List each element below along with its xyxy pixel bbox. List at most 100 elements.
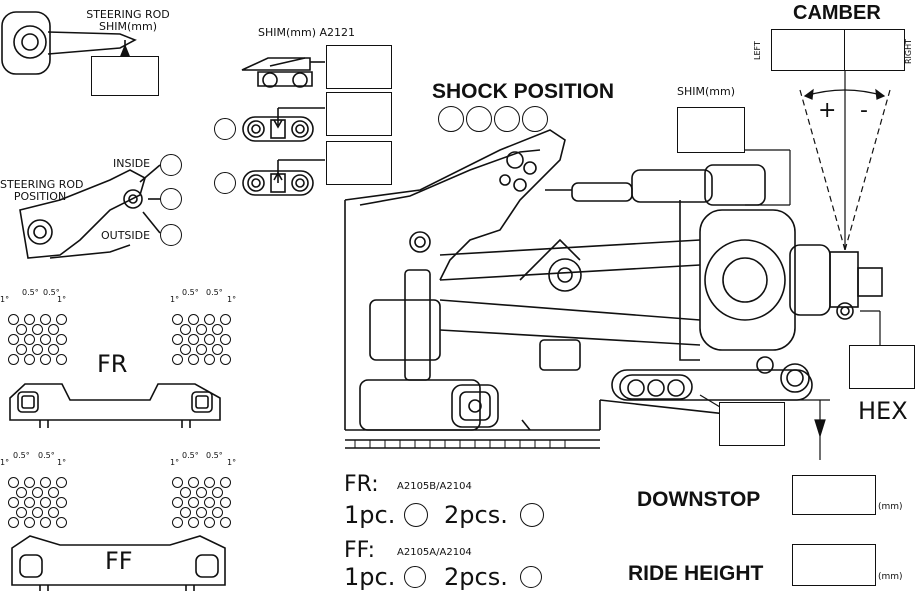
hex-input[interactable] <box>849 345 915 389</box>
shim-mm-input[interactable] <box>677 107 745 153</box>
fr-left-hole-17[interactable] <box>40 354 51 365</box>
fr-right-hole-1[interactable] <box>172 314 183 325</box>
steering-rod-shim-line2: SHIM(mm) <box>98 20 157 33</box>
ff-right-hole-5[interactable] <box>180 487 191 498</box>
fr-left-hole-10[interactable] <box>40 334 51 345</box>
steering-rod-shim-input[interactable] <box>91 56 159 96</box>
fr-right-hole-15[interactable] <box>172 354 183 365</box>
ff-right-hole-14[interactable] <box>212 507 223 518</box>
ff-left-hole-6[interactable] <box>32 487 43 498</box>
ff-left-hole-9[interactable] <box>24 497 35 508</box>
ff-left-hole-7[interactable] <box>48 487 59 498</box>
fr-right-hole-2[interactable] <box>188 314 199 325</box>
ff-left-hole-17[interactable] <box>40 517 51 528</box>
ff-right-hole-4[interactable] <box>220 477 231 488</box>
shim-a2121-check-2[interactable] <box>214 172 236 194</box>
ff-left-hole-11[interactable] <box>56 497 67 508</box>
ff-right-hole-8[interactable] <box>172 497 183 508</box>
steering-rod-position-inside[interactable] <box>160 154 182 176</box>
ff-left-hole-16[interactable] <box>24 517 35 528</box>
fr-right-hole-18[interactable] <box>220 354 231 365</box>
fr-right-hole-14[interactable] <box>212 344 223 355</box>
fr-right-hole-7[interactable] <box>212 324 223 335</box>
ff-left-hole-12[interactable] <box>16 507 27 518</box>
ff-left-hole-13[interactable] <box>32 507 43 518</box>
downstop-input[interactable] <box>792 475 876 515</box>
ff-left-hole-15[interactable] <box>8 517 19 528</box>
lower-arm-input[interactable] <box>719 402 785 446</box>
steering-rod-shim-label: STEERING ROD SHIM(mm) <box>78 9 178 32</box>
fr-right-hole-9[interactable] <box>188 334 199 345</box>
shim-a2121-input-1[interactable] <box>326 45 392 89</box>
fr-left-hole-6[interactable] <box>32 324 43 335</box>
ff-opt1-check[interactable] <box>404 566 426 588</box>
steering-rod-position-outside[interactable] <box>160 224 182 246</box>
ff-right-hole-3[interactable] <box>204 477 215 488</box>
ff-right-hole-1[interactable] <box>172 477 183 488</box>
fr-opt2-check[interactable] <box>520 503 544 527</box>
ff-left-hole-8[interactable] <box>8 497 19 508</box>
shim-a2121-input-3[interactable] <box>326 141 392 185</box>
fr-right-hole-6[interactable] <box>196 324 207 335</box>
fr-left-hole-18[interactable] <box>56 354 67 365</box>
fr-left-hole-12[interactable] <box>16 344 27 355</box>
steering-rod-position-middle[interactable] <box>160 188 182 210</box>
ff-right-hole-6[interactable] <box>196 487 207 498</box>
ff-right-hole-10[interactable] <box>204 497 215 508</box>
shock-position-option-4[interactable] <box>522 106 548 132</box>
fr-left-hole-2[interactable] <box>24 314 35 325</box>
ff-right-hole-13[interactable] <box>196 507 207 518</box>
ff-right-hole-18[interactable] <box>220 517 231 528</box>
ff-left-hole-4[interactable] <box>56 477 67 488</box>
ff-left-hole-2[interactable] <box>24 477 35 488</box>
fr-right-hole-16[interactable] <box>188 354 199 365</box>
fr-left-hole-5[interactable] <box>16 324 27 335</box>
fr-right-hole-12[interactable] <box>180 344 191 355</box>
ff-left-hole-5[interactable] <box>16 487 27 498</box>
ff-arm-label: FF <box>105 547 133 575</box>
ff-right-hole-7[interactable] <box>212 487 223 498</box>
camber-right-input[interactable] <box>844 29 905 71</box>
fr-left-hole-14[interactable] <box>48 344 59 355</box>
fr-right-hole-11[interactable] <box>220 334 231 345</box>
ride-height-input[interactable] <box>792 544 876 586</box>
ff-right-hole-11[interactable] <box>220 497 231 508</box>
fr-left-hole-11[interactable] <box>56 334 67 345</box>
fr-right-hole-5[interactable] <box>180 324 191 335</box>
ff-opt2-check[interactable] <box>520 566 542 588</box>
shock-position-option-1[interactable] <box>438 106 464 132</box>
fr-opt1-check[interactable] <box>404 503 428 527</box>
fr-right-hole-3[interactable] <box>204 314 215 325</box>
shim-a2121-label: SHIM(mm) A2121 <box>258 26 356 39</box>
ff-right-hole-9[interactable] <box>188 497 199 508</box>
shim-a2121-check-1[interactable] <box>214 118 236 140</box>
fr-right-hole-10[interactable] <box>204 334 215 345</box>
fr-left-hole-1[interactable] <box>8 314 19 325</box>
ff-left-hole-14[interactable] <box>48 507 59 518</box>
shock-position-option-3[interactable] <box>494 106 520 132</box>
ff-left-hole-10[interactable] <box>40 497 51 508</box>
fr-right-hole-17[interactable] <box>204 354 215 365</box>
fr-right-hole-8[interactable] <box>172 334 183 345</box>
shim-a2121-input-2[interactable] <box>326 92 392 136</box>
fr-left-hole-7[interactable] <box>48 324 59 335</box>
ff-right-hole-15[interactable] <box>172 517 183 528</box>
ff-right-hole-16[interactable] <box>188 517 199 528</box>
ff-right-hole-12[interactable] <box>180 507 191 518</box>
ff-left-hole-3[interactable] <box>40 477 51 488</box>
camber-left-input[interactable] <box>771 29 845 71</box>
ff-right-hole-2[interactable] <box>188 477 199 488</box>
fr-right-hole-4[interactable] <box>220 314 231 325</box>
fr-right-hole-13[interactable] <box>196 344 207 355</box>
fr-left-hole-4[interactable] <box>56 314 67 325</box>
ff-left-hole-1[interactable] <box>8 477 19 488</box>
ff-right-hole-17[interactable] <box>204 517 215 528</box>
shock-position-option-2[interactable] <box>466 106 492 132</box>
ff-left-hole-18[interactable] <box>56 517 67 528</box>
fr-left-hole-16[interactable] <box>24 354 35 365</box>
fr-left-hole-15[interactable] <box>8 354 19 365</box>
fr-left-hole-9[interactable] <box>24 334 35 345</box>
fr-left-hole-13[interactable] <box>32 344 43 355</box>
fr-left-hole-3[interactable] <box>40 314 51 325</box>
fr-left-hole-8[interactable] <box>8 334 19 345</box>
